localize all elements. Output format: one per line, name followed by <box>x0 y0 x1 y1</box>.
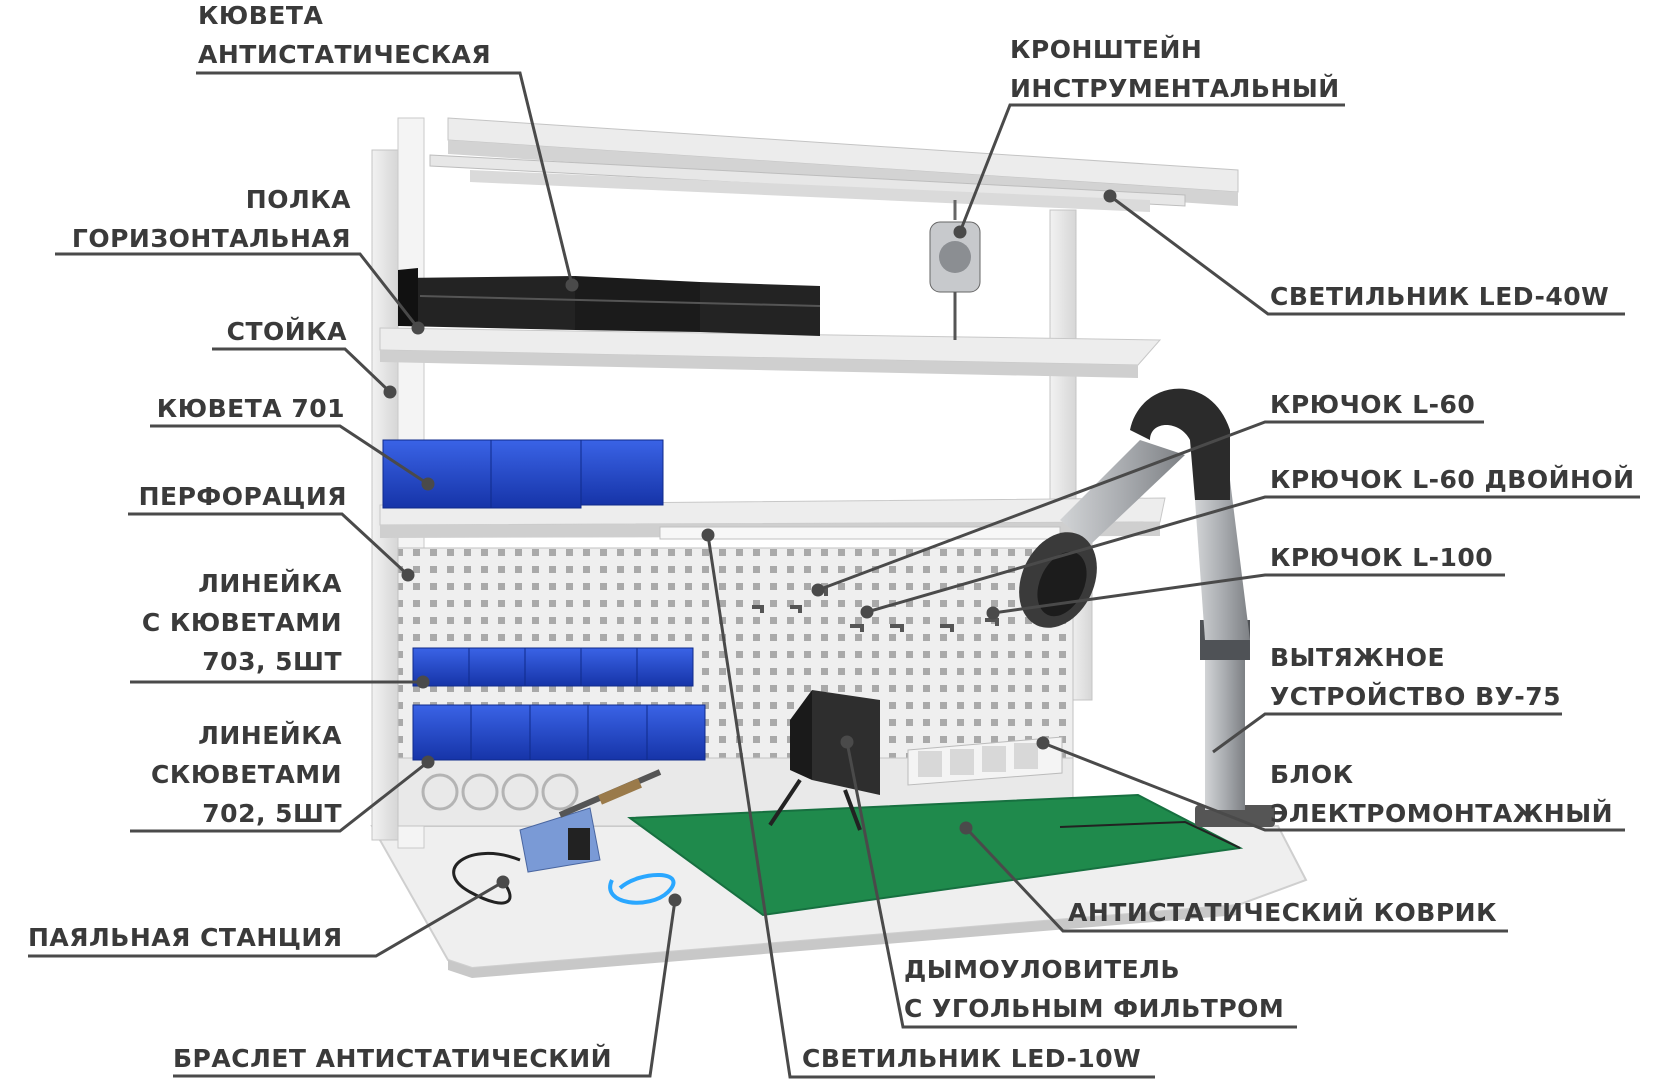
label-line: ЛИНЕЙКА <box>198 721 342 750</box>
leader-kryuchok-100 <box>992 573 1505 615</box>
dot-svetilnik-40 <box>1103 189 1117 203</box>
dot-stoika <box>383 385 397 399</box>
dot-kuveta-antistatic <box>565 278 579 292</box>
label-vytyazhnoe: ВЫТЯЖНОЕ УСТРОЙСТВО ВУ-75 <box>1270 638 1561 716</box>
leader-svetilnik-40 <box>1109 194 1625 316</box>
tool-balancer <box>929 200 981 340</box>
label-stoika: СТОЙКА <box>226 317 347 346</box>
bins-702 <box>412 704 706 761</box>
dot-payalnaya <box>496 875 510 889</box>
label-line: ИНСТРУМЕНТАЛЬНЫЙ <box>1010 74 1340 103</box>
dot-kryuchok-60-double <box>860 605 874 619</box>
label-line: БЛОК <box>1270 760 1354 789</box>
label-line: ЭЛЕКТРОМОНТАЖНЫЙ <box>1270 799 1614 828</box>
soldering-station <box>452 769 662 905</box>
label-line: КРОНШТЕЙН <box>1010 35 1203 64</box>
label-perforatsiya: ПЕРФОРАЦИЯ <box>138 482 347 511</box>
dot-kryuchok-60 <box>811 583 825 597</box>
label-line: С КЮВЕТАМИ <box>141 608 342 637</box>
label-kryuchok-60-double: КРЮЧОК L-60 ДВОЙНОЙ <box>1270 465 1635 494</box>
label-braslet: БРАСЛЕТ АНТИСТАТИЧЕСКИЙ <box>173 1044 613 1073</box>
leader-kovrik <box>964 826 1508 933</box>
label-blok: БЛОК ЭЛЕКТРОМОНТАЖНЫЙ <box>1270 755 1613 833</box>
label-line: ЛИНЕЙКА <box>198 569 342 598</box>
bins-703 <box>412 647 694 687</box>
dot-polka <box>411 321 425 335</box>
leader-svetilnik-10 <box>706 534 1155 1079</box>
label-kuveta-701: КЮВЕТА 701 <box>156 394 345 423</box>
label-line: ПОЛКА <box>245 185 351 214</box>
label-line: АНТИСТАТИЧЕСКАЯ <box>198 40 492 69</box>
dot-perforatsiya <box>401 568 415 582</box>
label-payalnaya: ПАЯЛЬНАЯ СТАНЦИЯ <box>28 923 343 952</box>
label-lineika-702: ЛИНЕЙКА СКЮВЕТАМИ 702, 5ШТ <box>151 716 342 833</box>
dot-svetilnik-10 <box>701 528 715 542</box>
leader-kronshtein <box>958 103 1345 233</box>
leader-perforatsiya <box>128 512 410 577</box>
antistatic-bracelet <box>608 872 676 905</box>
leader-stoika <box>212 347 392 394</box>
leader-lineika-702 <box>130 760 429 833</box>
antistatic-bins <box>398 268 821 336</box>
socket-block <box>907 736 1063 786</box>
dot-kuveta-701 <box>421 477 435 491</box>
label-line: 703, 5ШТ <box>202 647 342 676</box>
dot-lineika-703 <box>416 675 430 689</box>
dot-dymouloviteli <box>840 735 854 749</box>
top-rail <box>429 117 1239 212</box>
leader-braslet <box>173 899 677 1078</box>
leader-dymouloviteli <box>845 741 1297 1029</box>
upper-shelf <box>379 327 1162 378</box>
label-line: С УГОЛЬНЫМ ФИЛЬТРОМ <box>904 994 1285 1023</box>
dot-blok <box>1036 736 1050 750</box>
exhaust-arm <box>1019 388 1275 827</box>
dot-kryuchok-100 <box>986 606 1000 620</box>
leader-kuveta-701 <box>150 424 429 486</box>
perforated-panel <box>397 547 1074 827</box>
label-line: 702, 5ШТ <box>202 799 342 828</box>
label-line: СКЮВЕТАМИ <box>151 760 342 789</box>
label-kuveta-antistatic: КЮВЕТА АНТИСТАТИЧЕСКАЯ <box>198 0 491 74</box>
label-line: УСТРОЙСТВО ВУ-75 <box>1270 682 1562 711</box>
leader-payalnaya <box>28 880 504 958</box>
dot-kovrik <box>959 821 973 835</box>
antistatic-mat <box>627 793 1244 917</box>
label-line: ГОРИЗОНТАЛЬНАЯ <box>71 224 351 253</box>
label-lineika-703: ЛИНЕЙКА С КЮВЕТАМИ 703, 5ШТ <box>142 564 342 681</box>
label-line: ДЫМОУЛОВИТЕЛЬ <box>904 955 1181 984</box>
label-svetilnik-40: СВЕТИЛЬНИК LED-40W <box>1270 282 1610 311</box>
leader-polka <box>55 252 420 329</box>
hooks <box>752 588 999 632</box>
leader-blok <box>1042 741 1625 832</box>
label-dymouloviteli: ДЫМОУЛОВИТЕЛЬ С УГОЛЬНЫМ ФИЛЬТРОМ <box>904 950 1284 1028</box>
dot-kronshtein <box>953 225 967 239</box>
leader-kuveta-antistatic <box>196 71 574 286</box>
label-line: ВЫТЯЖНОЕ <box>1270 643 1446 672</box>
label-kronshtein: КРОНШТЕЙН ИНСТРУМЕНТАЛЬНЫЙ <box>1010 30 1340 108</box>
label-kryuchok-100: КРЮЧОК L-100 <box>1270 543 1494 572</box>
label-polka: ПОЛКА ГОРИЗОНТАЛЬНАЯ <box>72 180 351 258</box>
dot-braslet <box>668 893 682 907</box>
label-line: КЮВЕТА <box>198 1 324 30</box>
bins-701 <box>382 439 664 509</box>
leader-kryuchok-60-double <box>866 495 1640 614</box>
leader-lines <box>28 71 1640 1079</box>
leader-vytyazhnoe <box>1212 712 1562 754</box>
label-kovrik: АНТИСТАТИЧЕСКИЙ КОВРИК <box>1068 898 1498 927</box>
dot-lineika-702 <box>421 755 435 769</box>
leader-kryuchok-60 <box>817 420 1484 592</box>
label-svetilnik-10: СВЕТИЛЬНИК LED-10W <box>802 1044 1142 1073</box>
label-kryuchok-60: КРЮЧОК L-60 <box>1270 390 1476 419</box>
